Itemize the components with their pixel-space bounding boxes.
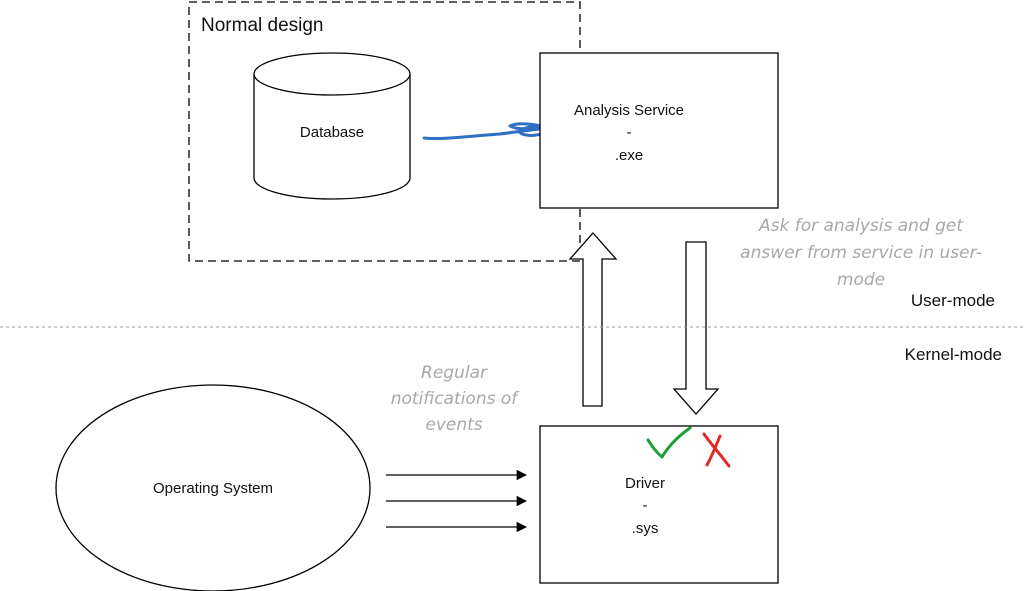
normal-design-label: Normal design (201, 15, 324, 36)
up-block-arrow (568, 232, 618, 407)
analysis-service-ext: .exe (615, 147, 643, 164)
notifications-note-line2: notifications of (391, 389, 521, 409)
driver-title: Driver (625, 475, 665, 492)
ask-analysis-note-line3: mode (837, 270, 885, 290)
driver-ext: .sys (632, 520, 659, 537)
driver-dash: - (643, 497, 648, 514)
analysis-service-dash: - (627, 124, 632, 141)
analysis-service-box (539, 52, 779, 209)
blue-scribble-arrow (422, 122, 554, 141)
ask-analysis-note-line1: Ask for analysis and get (758, 216, 964, 236)
check-mark-icon (646, 426, 692, 459)
ask-analysis-note-line2: answer from service in user- (740, 243, 982, 263)
notifications-note-line1: Regular (421, 363, 488, 383)
database-cylinder (253, 52, 411, 200)
user-mode-label: User-mode (911, 291, 995, 310)
database-label: Database (300, 124, 364, 141)
kernel-mode-label: Kernel-mode (905, 345, 1002, 364)
notifications-note-line3: events (425, 415, 482, 435)
operating-system-ellipse (55, 384, 371, 591)
analysis-service-title: Analysis Service (574, 102, 684, 119)
down-block-arrow (672, 241, 720, 415)
driver-box (539, 425, 779, 584)
cross-mark-icon (702, 432, 731, 468)
operating-system-label: Operating System (153, 480, 273, 497)
